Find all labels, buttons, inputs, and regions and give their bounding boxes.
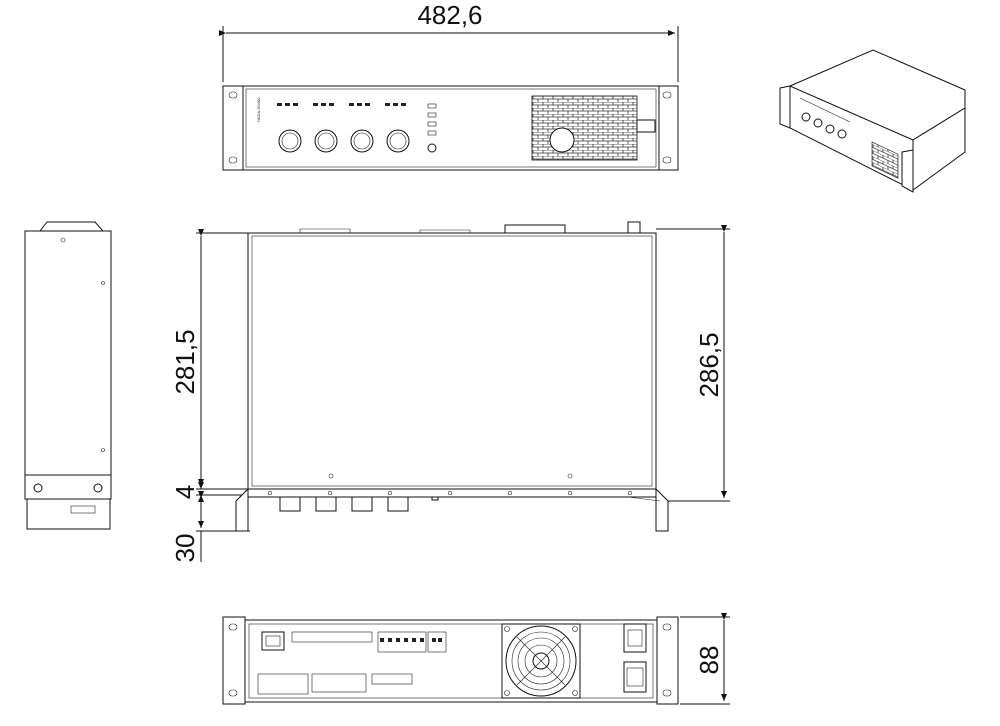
led-indicators (277, 103, 406, 106)
height-label: 88 (694, 646, 724, 675)
width-label: 482,6 (417, 0, 482, 30)
front-offset-label: 4 (170, 485, 200, 499)
rear-view: 88 (222, 613, 730, 705)
height-dimension: 88 (680, 613, 730, 705)
isometric-view (779, 49, 966, 193)
terminal-blocks (291, 631, 447, 653)
model-label: HADA-SS400 (256, 97, 261, 122)
cooling-fan (501, 623, 581, 699)
vent-grille (531, 95, 638, 161)
front-view: 482,6 HADA-SS400 (219, 0, 679, 171)
width-dimension: 482,6 (219, 0, 679, 82)
depth-total-dimension: 286,5 (656, 225, 730, 502)
power-button (427, 143, 437, 153)
power-inlet (623, 623, 647, 653)
depth-total-label: 286,5 (694, 332, 724, 397)
handle-depth-label: 30 (170, 534, 200, 563)
side-view (24, 221, 112, 530)
volume-knobs (278, 129, 410, 153)
power-switch (623, 661, 647, 693)
depth-body-dimension: 281,5 (170, 229, 256, 490)
depth-body-label: 281,5 (170, 329, 200, 394)
top-view: 281,5 286,5 4 30 (170, 221, 730, 563)
handle-depth-dimension: 30 (170, 491, 250, 563)
